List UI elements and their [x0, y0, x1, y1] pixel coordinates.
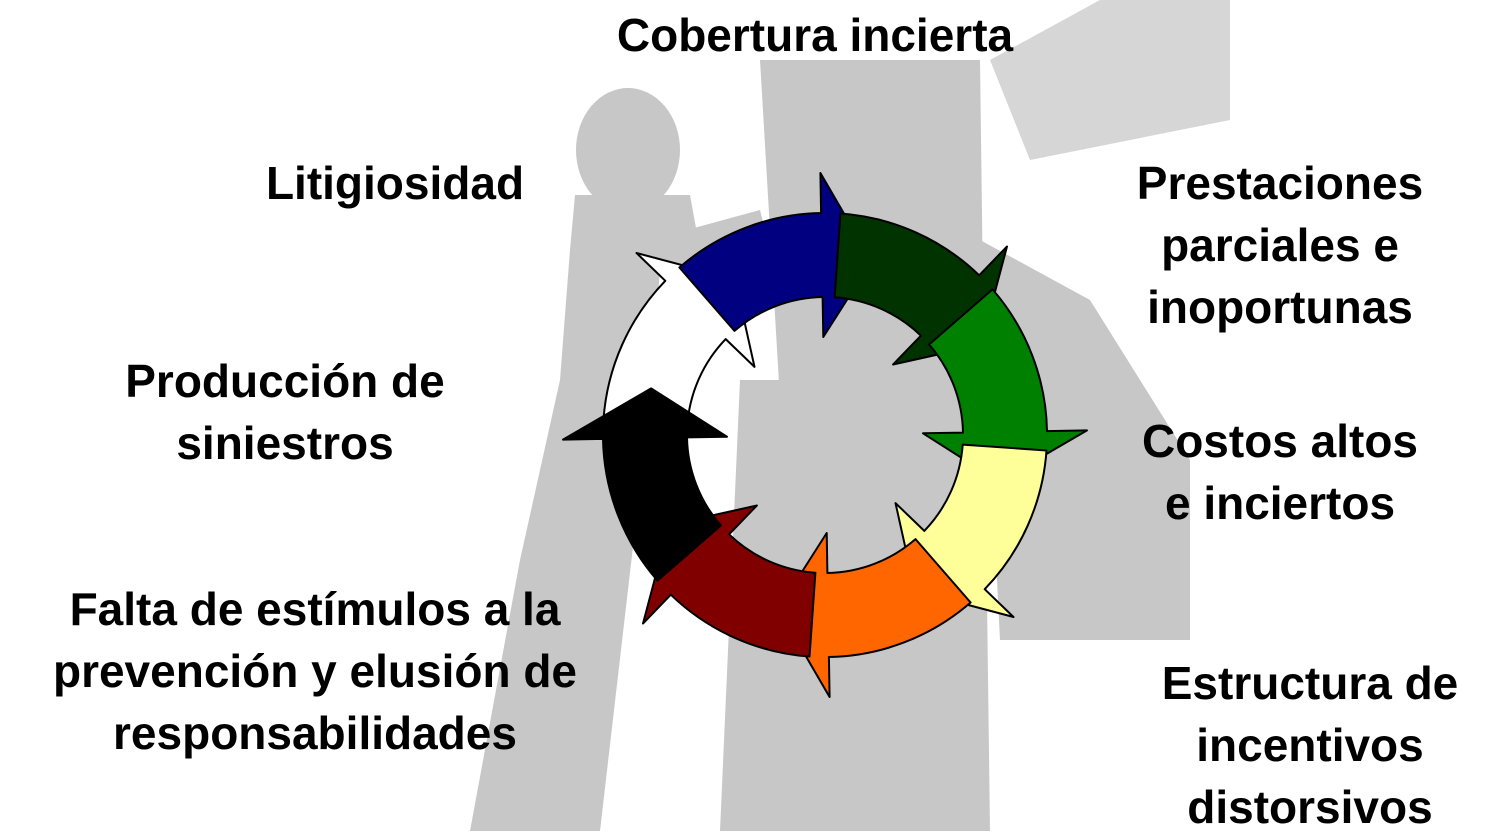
label-costos: Costos altos e inciertos: [1141, 415, 1419, 529]
cycle-arrow-orange: [777, 532, 972, 698]
label-cobertura-incierta: Cobertura incierta: [616, 9, 1014, 61]
label-produccion-siniestros: Producción de siniestros: [125, 355, 445, 469]
label-estructura: Estructura de incentivos distorsivos: [1161, 657, 1459, 833]
cycle-arrow-black: [562, 387, 728, 582]
label-falta-estimulos: Falta de estímulos a la prevención y elu…: [52, 583, 578, 759]
cycle-arrow-navy: [678, 172, 873, 338]
cycle-arrow-green: [922, 288, 1088, 483]
label-litigiosidad: Litigiosidad: [265, 157, 525, 209]
label-prestaciones: Prestaciones parciales e inoportunas: [1136, 157, 1424, 333]
